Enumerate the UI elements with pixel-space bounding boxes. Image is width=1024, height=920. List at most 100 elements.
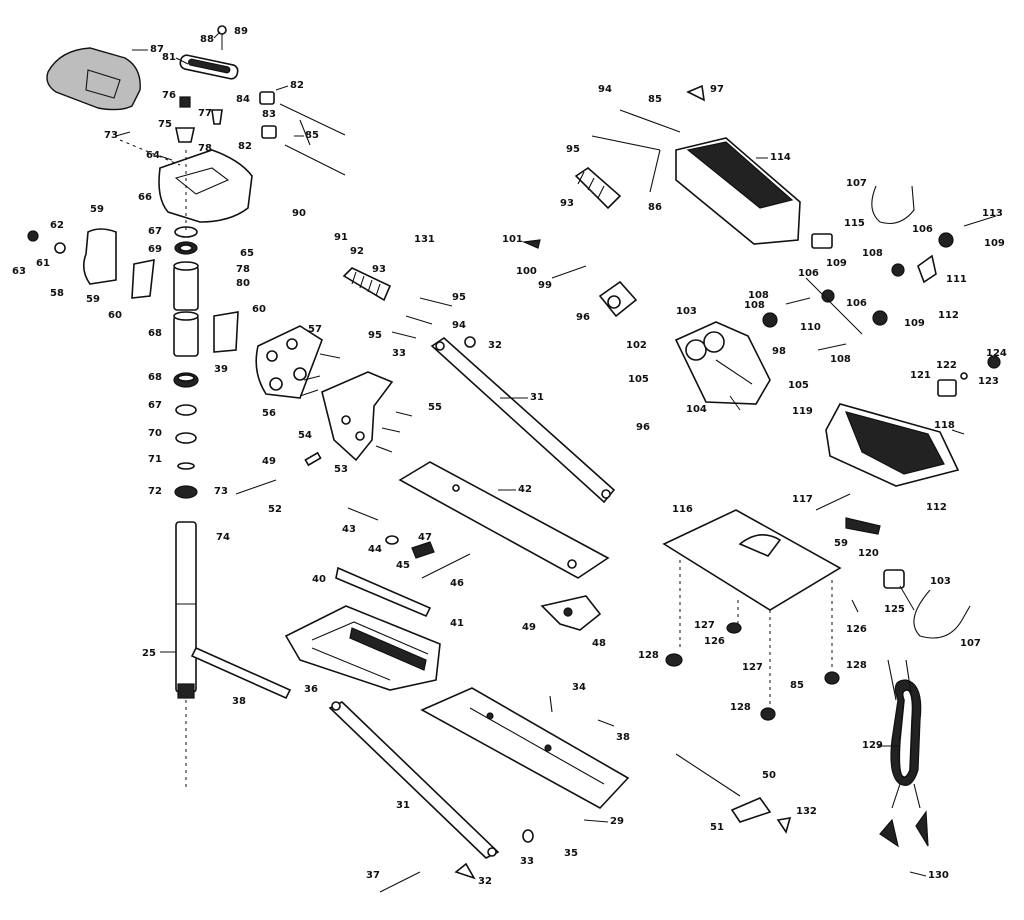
callout-73b: 73 xyxy=(214,486,228,497)
part-64-head-housing xyxy=(119,139,253,223)
callout-36: 36 xyxy=(304,684,318,695)
callout-61: 61 xyxy=(36,258,50,269)
callout-74: 74 xyxy=(216,532,230,543)
callout-130: 130 xyxy=(928,870,949,881)
callout-108a: 108 xyxy=(862,248,883,259)
callout-106a: 106 xyxy=(912,224,933,235)
callout-108c: 108 xyxy=(744,300,765,311)
part-97-clip xyxy=(686,84,706,102)
callout-110: 110 xyxy=(800,322,821,333)
callout-126b: 126 xyxy=(704,636,725,647)
callout-82a: 82 xyxy=(290,80,304,91)
callout-59b: 59 xyxy=(86,294,100,305)
callout-89: 89 xyxy=(234,26,248,37)
callout-105b: 105 xyxy=(788,380,809,391)
part-114-foot-pedal-cover xyxy=(675,137,801,245)
callout-82b: 82 xyxy=(238,141,252,152)
shaft-column-parts xyxy=(173,150,239,499)
part-34-37-33-32-hardware xyxy=(379,695,615,893)
callout-58: 58 xyxy=(50,288,64,299)
part-25-motor-shaft xyxy=(175,521,197,790)
callout-118: 118 xyxy=(934,420,955,431)
callout-100: 100 xyxy=(516,266,537,277)
callout-85a: 85 xyxy=(305,130,319,141)
part-106-gears xyxy=(762,232,954,328)
callout-41: 41 xyxy=(450,618,464,629)
callout-70: 70 xyxy=(148,428,162,439)
callout-35: 35 xyxy=(564,848,578,859)
callout-99: 99 xyxy=(538,280,552,291)
callout-104: 104 xyxy=(686,404,707,415)
callout-32a: 32 xyxy=(488,340,502,351)
callout-56: 56 xyxy=(262,408,276,419)
callout-112a: 112 xyxy=(938,310,959,321)
callout-131: 131 xyxy=(414,234,435,245)
callout-87a: 87 xyxy=(150,44,164,55)
part-31-upper-arm xyxy=(430,336,616,504)
callout-49a: 49 xyxy=(262,456,276,467)
callout-38a: 38 xyxy=(232,696,246,707)
callout-59c: 59 xyxy=(834,538,848,549)
callout-49b: 49 xyxy=(522,622,536,633)
callout-85c: 85 xyxy=(790,680,804,691)
callout-67b: 67 xyxy=(148,400,162,411)
callout-98: 98 xyxy=(772,346,786,357)
callout-94b: 94 xyxy=(598,84,612,95)
callout-77: 77 xyxy=(198,108,212,119)
callout-68a: 68 xyxy=(148,328,162,339)
callout-31a: 31 xyxy=(530,392,544,403)
part-42-bar xyxy=(398,461,610,579)
part-130-clips xyxy=(879,810,929,848)
callout-106b: 106 xyxy=(798,268,819,279)
callout-52: 52 xyxy=(268,504,282,515)
callout-labels: 87 89 88 81 82 84 83 76 77 75 82 85 73 7… xyxy=(12,26,1007,887)
part-107-wire-top xyxy=(871,185,915,225)
callout-78b: 78 xyxy=(236,264,250,275)
callout-108d: 108 xyxy=(830,354,851,365)
callout-122: 122 xyxy=(936,360,957,371)
callout-94a: 94 xyxy=(452,320,466,331)
callout-121: 121 xyxy=(910,370,931,381)
callout-109c: 109 xyxy=(904,318,925,329)
callout-63: 63 xyxy=(12,266,26,277)
callout-129: 129 xyxy=(862,740,883,751)
callout-128a: 128 xyxy=(638,650,659,661)
callout-75: 75 xyxy=(158,119,172,130)
callout-60a: 60 xyxy=(108,310,122,321)
callout-76: 76 xyxy=(162,90,176,101)
part-40-bar xyxy=(335,566,432,618)
callout-123: 123 xyxy=(978,376,999,387)
part-94-95-rods xyxy=(391,297,453,339)
part-79-bushing xyxy=(175,127,195,143)
callout-37: 37 xyxy=(366,870,380,881)
callout-124: 124 xyxy=(986,348,1007,359)
callout-127b: 127 xyxy=(742,662,763,673)
callout-109a: 109 xyxy=(984,238,1005,249)
callout-33b: 33 xyxy=(520,856,534,867)
callout-29: 29 xyxy=(610,816,624,827)
part-111-lever xyxy=(917,254,937,284)
callout-116: 116 xyxy=(672,504,693,515)
part-36-base-bracket xyxy=(284,605,441,691)
callout-105a: 105 xyxy=(628,374,649,385)
callout-128b: 128 xyxy=(846,660,867,671)
part-115-switch xyxy=(811,233,833,249)
callout-132: 132 xyxy=(796,806,817,817)
part-57-56-clamp-assembly xyxy=(255,325,341,399)
callout-95b: 95 xyxy=(368,330,382,341)
callout-60b: 60 xyxy=(252,304,266,315)
callout-48: 48 xyxy=(592,638,606,649)
part-126-128-feet xyxy=(665,599,859,721)
callout-115: 115 xyxy=(844,218,865,229)
part-96-99-100-101-parts xyxy=(521,239,638,318)
callout-81: 81 xyxy=(162,52,176,63)
part-119-pedal-base xyxy=(825,403,960,487)
callout-103b: 103 xyxy=(930,576,951,587)
callout-120: 120 xyxy=(858,548,879,559)
callout-96a: 96 xyxy=(576,312,590,323)
callout-50: 50 xyxy=(762,770,776,781)
callout-73a: 73 xyxy=(104,130,118,141)
callout-102: 102 xyxy=(626,340,647,351)
callout-109b: 109 xyxy=(826,258,847,269)
callout-leaders xyxy=(115,31,927,877)
